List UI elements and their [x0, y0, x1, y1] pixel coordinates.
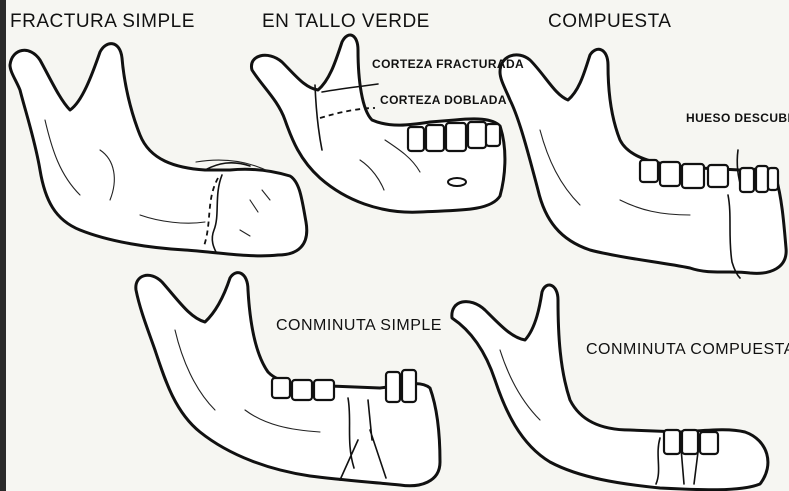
label-fractura: FRACTURA	[10, 11, 116, 32]
jaw-conminuta-simple	[136, 273, 440, 486]
label-corteza-doblada-line2: DOBLADA	[444, 93, 507, 107]
label-compuesta: COMPUESTA	[548, 12, 671, 32]
label-corteza-fracturada: CORTEZA FRACTURADA	[372, 58, 524, 71]
label-conminuta-compuesta: CONMINUTA COMPUESTA	[586, 342, 789, 359]
label-corteza-fracturada-line1: CORTEZA	[372, 57, 432, 71]
label-corteza-doblada-line1: CORTEZA	[380, 93, 440, 107]
jaw-conminuta-compuesta	[452, 285, 768, 490]
label-hueso-descubierto-line2: DESCUBIERTO	[734, 111, 789, 125]
label-fractura-simple: FRACTURA SIMPLE	[10, 12, 195, 32]
label-conminuta-compuesta-line1: CONMINUTA	[586, 341, 685, 358]
label-hueso-descubierto: HUESO DESCUBIERTO	[686, 112, 789, 125]
scan-border	[0, 0, 6, 491]
label-conminuta-compuesta-line2: COMPUESTA	[690, 341, 789, 358]
label-conminuta-simple-line2: SIMPLE	[380, 317, 442, 334]
label-conminuta-simple-line1: CONMINUTA	[276, 317, 375, 334]
label-simple: SIMPLE	[122, 11, 195, 32]
label-hueso-descubierto-line1: HUESO	[686, 111, 731, 125]
label-conminuta-simple: CONMINUTA SIMPLE	[276, 318, 442, 335]
label-corteza-doblada: CORTEZA DOBLADA	[380, 94, 507, 107]
jaw-compuesta	[500, 49, 786, 278]
label-tallo-verde: EN TALLO VERDE	[262, 12, 430, 32]
label-corteza-fracturada-line2: FRACTURADA	[436, 57, 524, 71]
